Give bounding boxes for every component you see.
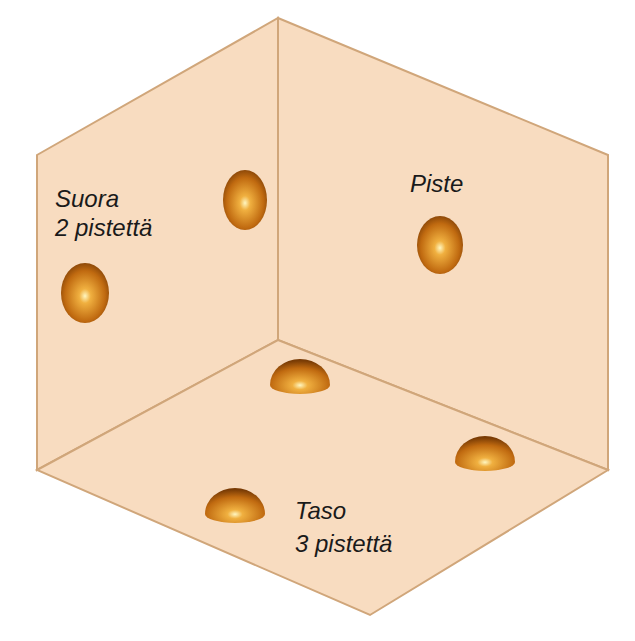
floor-dot xyxy=(455,436,515,471)
floor-dot xyxy=(270,359,330,394)
floor-dot xyxy=(205,488,265,523)
point-dot xyxy=(223,170,267,230)
point-dot xyxy=(61,263,109,323)
face-label: Taso xyxy=(295,497,346,525)
floor xyxy=(37,340,608,615)
face-label: Suora xyxy=(55,185,119,213)
point-dot xyxy=(417,216,463,274)
face-label: Piste xyxy=(410,170,463,198)
face-label: 3 pistettä xyxy=(295,530,392,558)
face-label: 2 pistettä xyxy=(55,214,152,242)
